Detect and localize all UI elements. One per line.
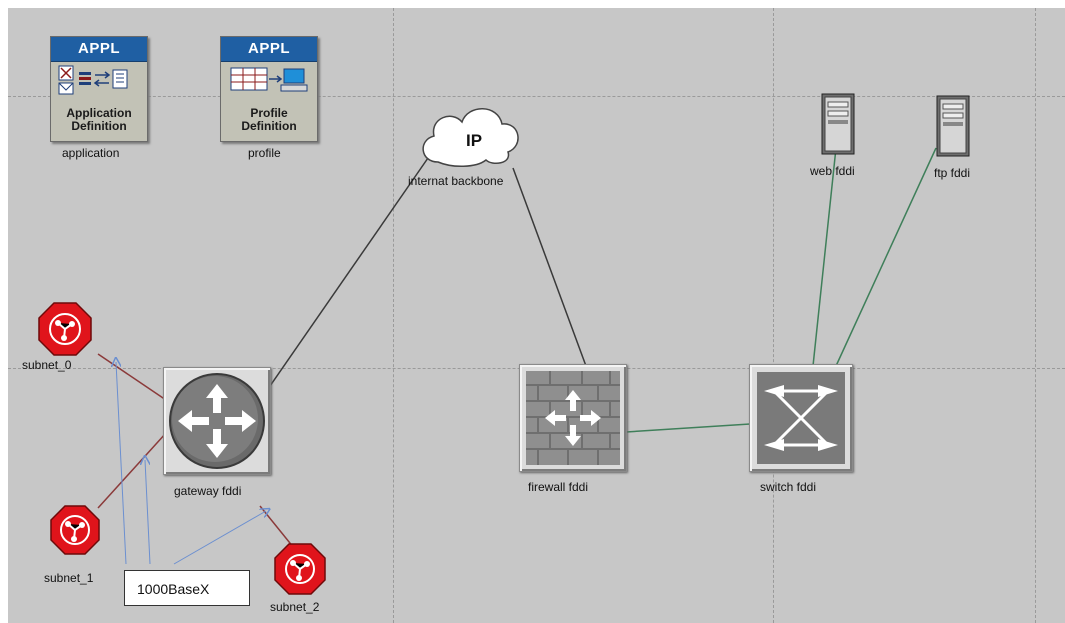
profile-definition-icon — [230, 67, 308, 92]
server-icon — [821, 93, 855, 155]
gateway-router-node[interactable] — [163, 367, 271, 475]
internet-backbone-node[interactable]: IP — [416, 100, 526, 170]
callout-arrow — [145, 460, 151, 565]
switch-node[interactable] — [749, 364, 853, 472]
firewall-icon — [526, 371, 620, 465]
links-layer — [97, 147, 937, 565]
switch-label: switch fddi — [760, 480, 817, 494]
subnet-0-label: subnet_0 — [22, 358, 72, 372]
router-icon — [169, 373, 265, 469]
callout-arrow — [173, 511, 266, 565]
link-subnet0-gateway[interactable] — [97, 353, 167, 401]
profile-label: profile — [248, 146, 281, 160]
appl-title-line2: Definition — [71, 119, 127, 133]
link-internet-firewall[interactable] — [512, 167, 587, 367]
subnet-2-label: subnet_2 — [270, 600, 320, 614]
subnet-icon — [50, 505, 100, 555]
subnet-0-node[interactable] — [38, 302, 92, 356]
server-icon — [936, 95, 970, 157]
link-firewall-switch[interactable] — [625, 423, 751, 433]
subnet-icon — [274, 543, 326, 595]
ftp-server-label: ftp fddi — [934, 166, 971, 180]
firewall-label: firewall fddi — [528, 480, 589, 494]
appl-header: APPL — [51, 37, 147, 62]
appl-title-line2: Definition — [241, 119, 297, 133]
application-definition-icon — [58, 65, 128, 95]
link-switch-ftp[interactable] — [835, 147, 937, 367]
subnet-2-node[interactable] — [274, 543, 326, 595]
gateway-label: gateway fddi — [174, 484, 242, 498]
subnet-1-node[interactable] — [50, 505, 100, 555]
internet-label: internat backbone — [408, 174, 504, 188]
profile-definition-node[interactable]: APPL Profile Definition — [220, 36, 318, 142]
grid-line — [1035, 8, 1036, 623]
firewall-node[interactable] — [519, 364, 627, 472]
web-server-node[interactable] — [818, 92, 858, 156]
grid-line — [393, 8, 394, 623]
appl-title-line1: Profile — [250, 106, 288, 120]
application-definition-node[interactable]: APPL Application Definition — [50, 36, 148, 142]
ftp-server-node[interactable] — [933, 94, 973, 158]
switch-icon — [757, 372, 845, 464]
grid-line — [773, 8, 774, 623]
callout-arrow — [116, 362, 127, 565]
application-label: application — [62, 146, 120, 160]
ip-cloud-text: IP — [466, 131, 482, 150]
link-switch-web[interactable] — [812, 147, 837, 367]
network-canvas[interactable]: APPL Application Definition application … — [8, 8, 1065, 623]
subnet-1-label: subnet_1 — [44, 571, 94, 585]
link-type-callout: 1000BaseX — [124, 570, 250, 606]
grid-line — [8, 96, 1065, 97]
ip-cloud-icon: IP — [422, 108, 519, 167]
appl-header: APPL — [221, 37, 317, 62]
appl-title-line1: Application — [66, 106, 132, 120]
link-gateway-internet[interactable] — [269, 157, 429, 387]
link-subnet1-gateway[interactable] — [97, 432, 167, 509]
web-server-label: web fddi — [810, 164, 855, 178]
subnet-icon — [38, 302, 92, 356]
